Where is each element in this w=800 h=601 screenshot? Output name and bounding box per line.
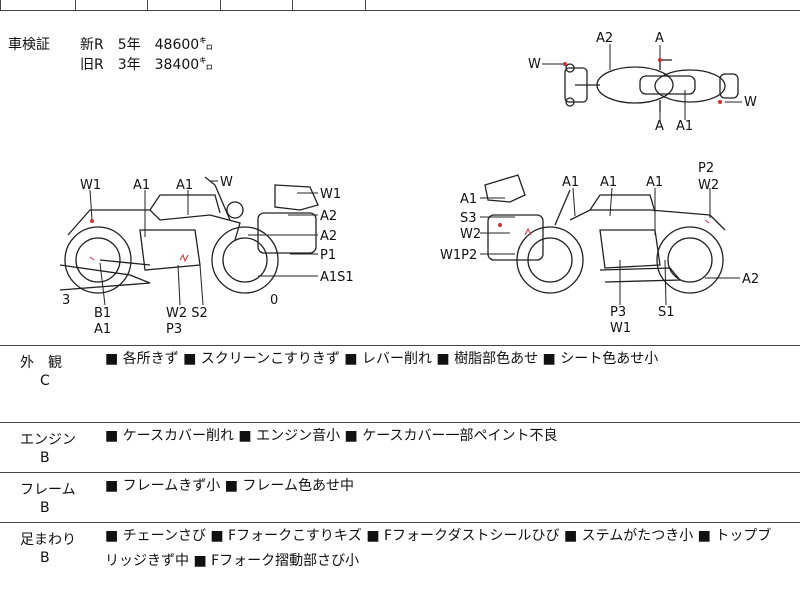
lv-label-p3: P3 <box>166 322 182 337</box>
rv-label-a1b: A1 <box>600 175 617 190</box>
rear-wheel <box>64 226 132 294</box>
condition-row-suspension: 足まわり B ■ チェーンさび ■ Fフォークこすりキズ ■ Fフォークダストシ… <box>0 522 800 601</box>
condition-row-engine: エンジン B ■ ケースカバー削れ ■ エンジン音小 ■ ケースカバー一部ペイン… <box>0 422 800 473</box>
condition-grade: B <box>40 450 50 466</box>
rv-label-w2: W2 <box>460 227 481 242</box>
tv-label-a-bottom: A <box>655 119 664 134</box>
tank-shape <box>596 66 674 104</box>
rv-label-w1p2: W1P2 <box>440 248 477 263</box>
condition-notes: ■ ケースカバー削れ ■ エンジン音小 ■ ケースカバー一部ペイント不良 <box>105 428 558 444</box>
tv-label-a-top: A <box>655 31 664 46</box>
lv-label-a2b: A2 <box>320 229 337 244</box>
motorcycle-left-view: W1 A1 A1 W W1 A2 A2 P1 A1S1 3 0 B1 A1 W2… <box>59 175 354 337</box>
shaken-label: 車検証 <box>8 37 50 53</box>
lv-label-w2s2: W2 S2 <box>166 306 208 321</box>
lv-label-0: 0 <box>270 293 278 308</box>
tv-label-w1: W <box>528 57 541 72</box>
condition-row-exterior: 外 観 C ■ 各所きず ■ スクリーンこすりきず ■ レバー削れ ■ 樹脂部色… <box>0 345 800 423</box>
condition-notes: ■ チェーンさび ■ Fフォークこすりキズ ■ Fフォークダストシールひび ■ … <box>105 528 772 569</box>
lv-label-w: W <box>220 175 233 190</box>
lv-label-p1: P1 <box>320 248 336 263</box>
rv-label-w2r: W2 <box>698 178 719 193</box>
lv-label-a2a: A2 <box>320 209 337 224</box>
shaken-new: 新R 5年 48600㌔ <box>80 37 214 53</box>
tv-label-a2: A2 <box>596 31 613 46</box>
condition-grade: B <box>40 500 50 516</box>
lv-label-a1c: A1 <box>94 322 111 337</box>
condition-notes: ■ フレームきず小 ■ フレーム色あせ中 <box>105 478 354 494</box>
rv-label-s1: S1 <box>658 305 675 320</box>
lv-label-3: 3 <box>62 293 70 308</box>
seat-shape <box>654 69 726 103</box>
rv-label-a1c: A1 <box>646 175 663 190</box>
tv-label-w2: W <box>744 95 757 110</box>
motorcycle-top-view: W A2 A A A1 W <box>528 31 757 134</box>
shaken-old: 旧R 3年 38400㌔ <box>80 57 214 73</box>
rv-label-w1: W1 <box>610 321 631 336</box>
condition-category: 外 観 <box>20 355 62 371</box>
motorcycle-right-view: A1 S3 W2 W1P2 A1 A1 A1 P2 W2 A2 P3 W1 S1 <box>440 161 759 336</box>
condition-notes: ■ 各所きず ■ スクリーンこすりきず ■ レバー削れ ■ 樹脂部色あせ ■ シ… <box>105 351 659 367</box>
condition-grade: C <box>40 373 50 389</box>
lv-label-w1r: W1 <box>320 187 341 202</box>
condition-grade: B <box>40 550 50 566</box>
rv-label-p3: P3 <box>610 305 626 320</box>
lv-label-a1a: A1 <box>133 178 150 193</box>
lv-label-a1s1: A1S1 <box>320 270 354 285</box>
rv-label-p2: P2 <box>698 161 714 176</box>
rv-label-a1a: A1 <box>562 175 579 190</box>
condition-category: 足まわり <box>20 532 76 548</box>
front-wheel <box>211 226 279 294</box>
lv-label-a1b: A1 <box>176 178 193 193</box>
rv-label-s3: S3 <box>460 211 477 226</box>
top-table-row <box>0 0 800 11</box>
condition-row-frame: フレーム B ■ フレームきず小 ■ フレーム色あせ中 <box>0 472 800 523</box>
rv-label-a1: A1 <box>460 192 477 207</box>
condition-table: 外 観 C ■ 各所きず ■ スクリーンこすりきず ■ レバー削れ ■ 樹脂部色… <box>0 345 800 600</box>
tv-label-a1: A1 <box>676 119 693 134</box>
condition-category: エンジン <box>20 432 76 448</box>
rv-label-a2: A2 <box>742 272 759 287</box>
lv-label-b1: B1 <box>94 306 111 321</box>
lv-label-w1: W1 <box>80 178 101 193</box>
condition-category: フレーム <box>20 482 76 498</box>
rear-wheel-right <box>656 226 724 294</box>
